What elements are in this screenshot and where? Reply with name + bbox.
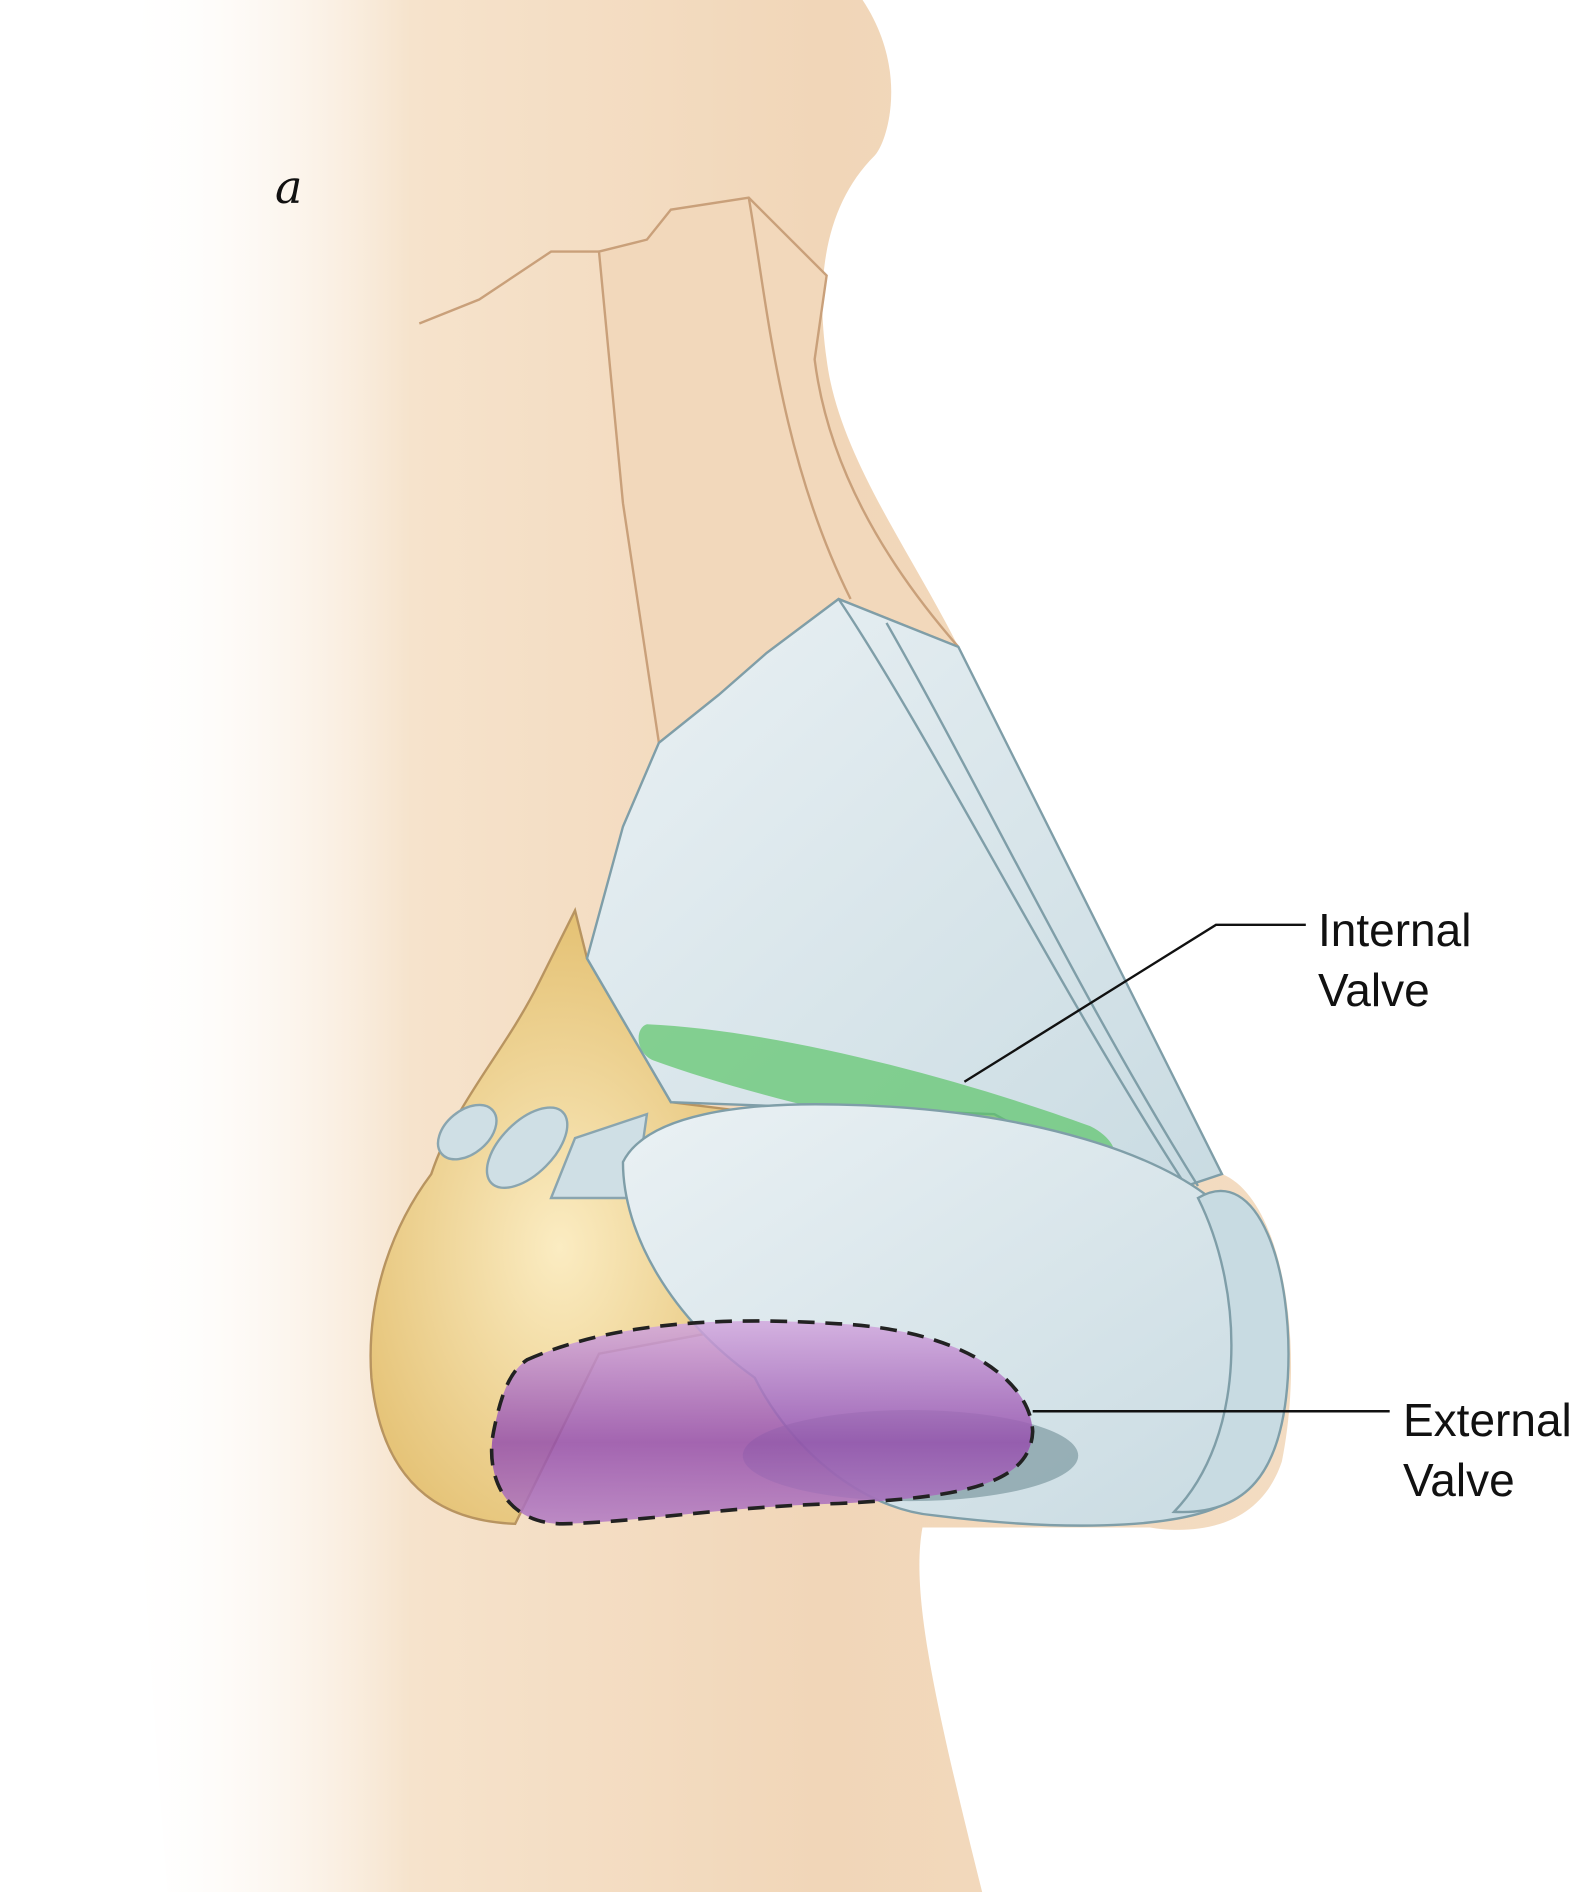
internal-valve-label-line2: Valve (1318, 964, 1430, 1016)
internal-valve-leader (963, 923, 1306, 1083)
external-valve-label-line2: Valve (1403, 1454, 1515, 1506)
internal-valve-label-line1: Internal (1318, 904, 1472, 956)
external-valve-label-line1: External (1403, 1394, 1572, 1446)
fibrofatty-tissue (369, 907, 793, 1526)
bone-suture (418, 197, 852, 600)
external-valve-highlight (489, 1319, 1035, 1526)
internal-valve-label: Internal Valve (1318, 900, 1471, 1020)
domal-cartilage (1171, 1189, 1290, 1514)
panel-label: a (275, 160, 303, 214)
external-valve-label: External Valve (1403, 1390, 1572, 1510)
septal-edge (837, 598, 1200, 1187)
